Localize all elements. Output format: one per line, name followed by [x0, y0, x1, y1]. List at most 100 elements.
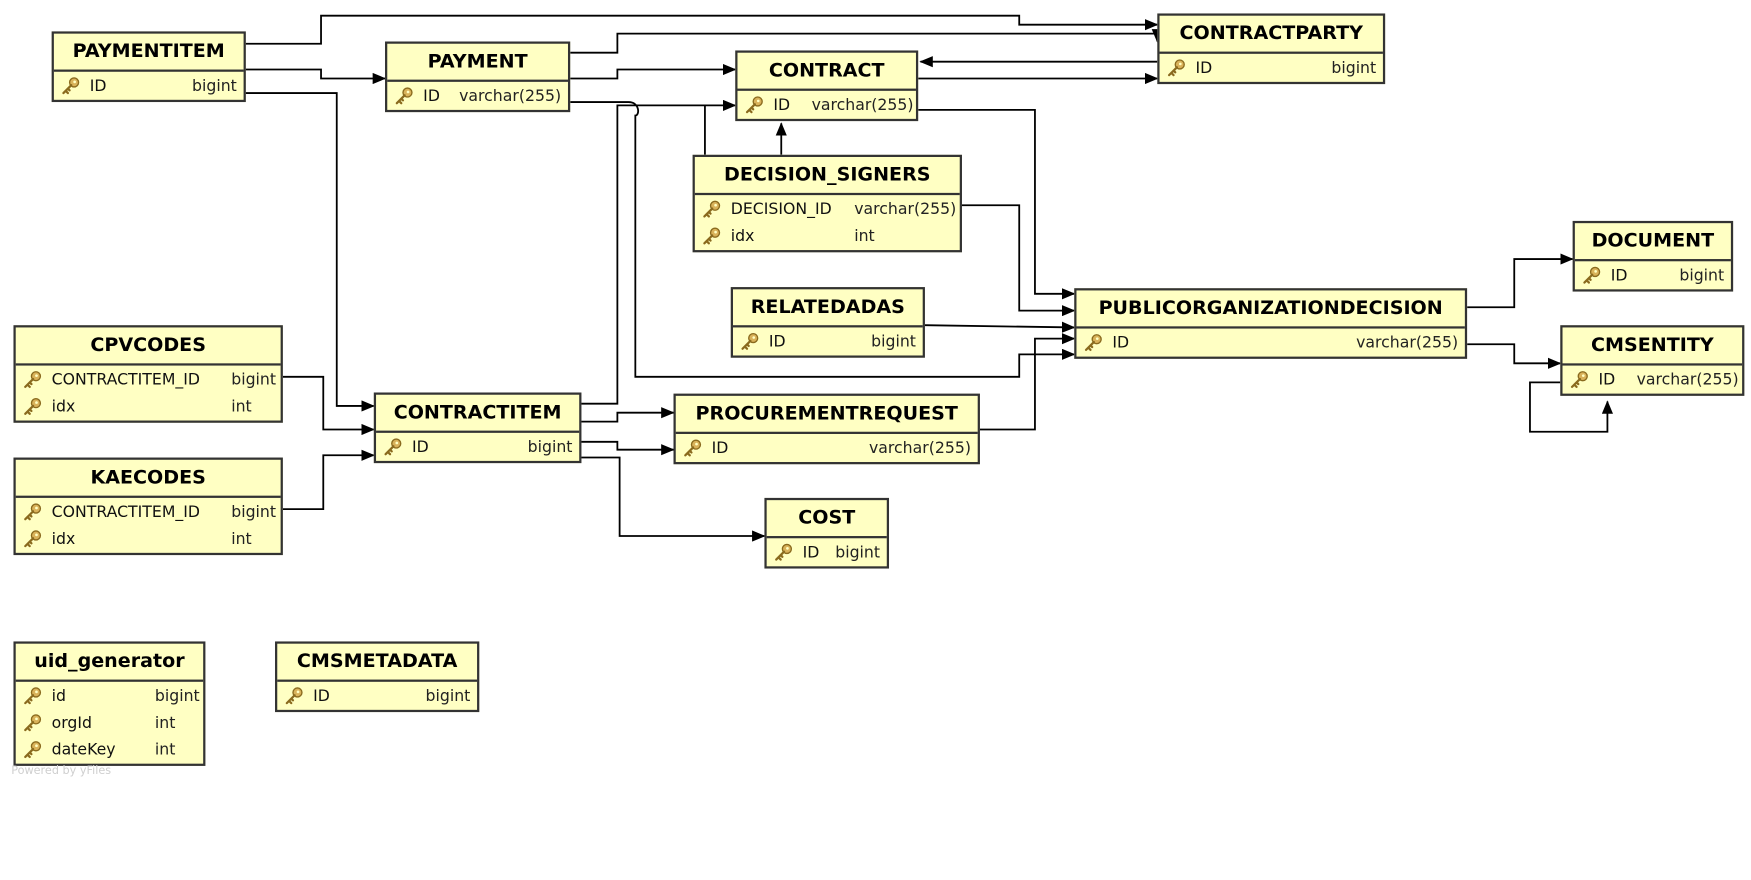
link-paymentitem-contractitem — [244, 92, 375, 412]
link-decisionsigners-publicorgdecision — [961, 204, 1076, 317]
link-paymentitem-contractparty — [244, 14, 1159, 45]
link-payment-publicorgdecision — [570, 101, 1076, 378]
link-contract-publicorgdecision — [918, 109, 1076, 300]
column-name: ID — [773, 96, 791, 115]
key-icon — [1084, 334, 1102, 351]
key-icon — [1583, 266, 1601, 284]
table-paymentitem[interactable]: PAYMENTITEM ID bigint — [51, 31, 246, 103]
link-procurementrequest-publicorgdecision — [979, 333, 1076, 431]
key-icon — [775, 543, 793, 561]
column-list: ID bigint — [54, 72, 244, 100]
column-type: int — [231, 398, 252, 417]
column-name: CONTRACTITEM_ID — [51, 503, 200, 522]
watermark: Powered by yFiles — [11, 764, 112, 778]
column-name: ID — [1112, 334, 1130, 353]
column-name: ID — [711, 439, 729, 458]
link-kaecodes-contractitem — [282, 449, 375, 511]
column-type: varchar(255) — [459, 87, 562, 106]
column-name: ID — [89, 77, 107, 96]
key-icon — [395, 87, 413, 105]
key-icon — [24, 687, 42, 705]
column-name: DECISION_ID — [730, 200, 832, 219]
column-name: ID — [1610, 266, 1628, 285]
column-type: int — [154, 714, 176, 733]
link-contractitem-procurementrequest — [581, 407, 675, 423]
column-type: int — [854, 227, 875, 246]
column-type: varchar(255) — [1356, 334, 1459, 353]
key-icon — [24, 371, 42, 389]
table-title: PAYMENTITEM — [53, 34, 244, 72]
column-type: bigint — [192, 77, 237, 96]
column-row[interactable]: ID bigint — [54, 73, 244, 100]
key-icon — [741, 332, 759, 350]
key-icon — [24, 530, 42, 548]
key-icon — [703, 227, 721, 245]
table-title: PUBLICORGANIZATIONDECISION — [1076, 290, 1465, 329]
column-name: orgId — [51, 714, 93, 733]
column-name: ID — [313, 687, 330, 706]
column-type: bigint — [231, 503, 277, 522]
column-row[interactable]: orgId int — [16, 710, 203, 737]
column-row[interactable]: ID varchar(255) — [1076, 330, 1464, 357]
table-title: KAECODES — [15, 460, 281, 498]
table-title: CMSENTITY — [1562, 327, 1743, 366]
key-icon — [24, 503, 42, 521]
column-type: bigint — [231, 371, 277, 390]
column-row[interactable]: CONTRACTITEM_ID bigint — [16, 367, 281, 394]
key-icon — [1570, 371, 1588, 389]
table-publicorganizationdecision[interactable]: PUBLICORGANIZATIONDECISION ID varchar(255) — [1074, 288, 1468, 359]
column-row[interactable]: CONTRACTITEM_ID bigint — [16, 499, 281, 526]
column-name: id — [51, 687, 66, 706]
link-payment-contract — [570, 63, 737, 80]
link-contractitem-procurementrequest-2 — [581, 440, 675, 456]
key-icon — [24, 397, 42, 415]
link-publicorgdecision-document — [1467, 253, 1574, 309]
link-contractitem-contract — [581, 99, 737, 405]
column-name: CONTRACTITEM_ID — [51, 371, 200, 390]
column-list: ID varchar(255) — [1076, 329, 1464, 357]
column-name: ID — [1195, 59, 1213, 78]
key-icon — [684, 439, 702, 457]
column-name: ID — [1598, 371, 1616, 390]
key-icon — [285, 687, 303, 705]
key-icon — [703, 200, 721, 218]
